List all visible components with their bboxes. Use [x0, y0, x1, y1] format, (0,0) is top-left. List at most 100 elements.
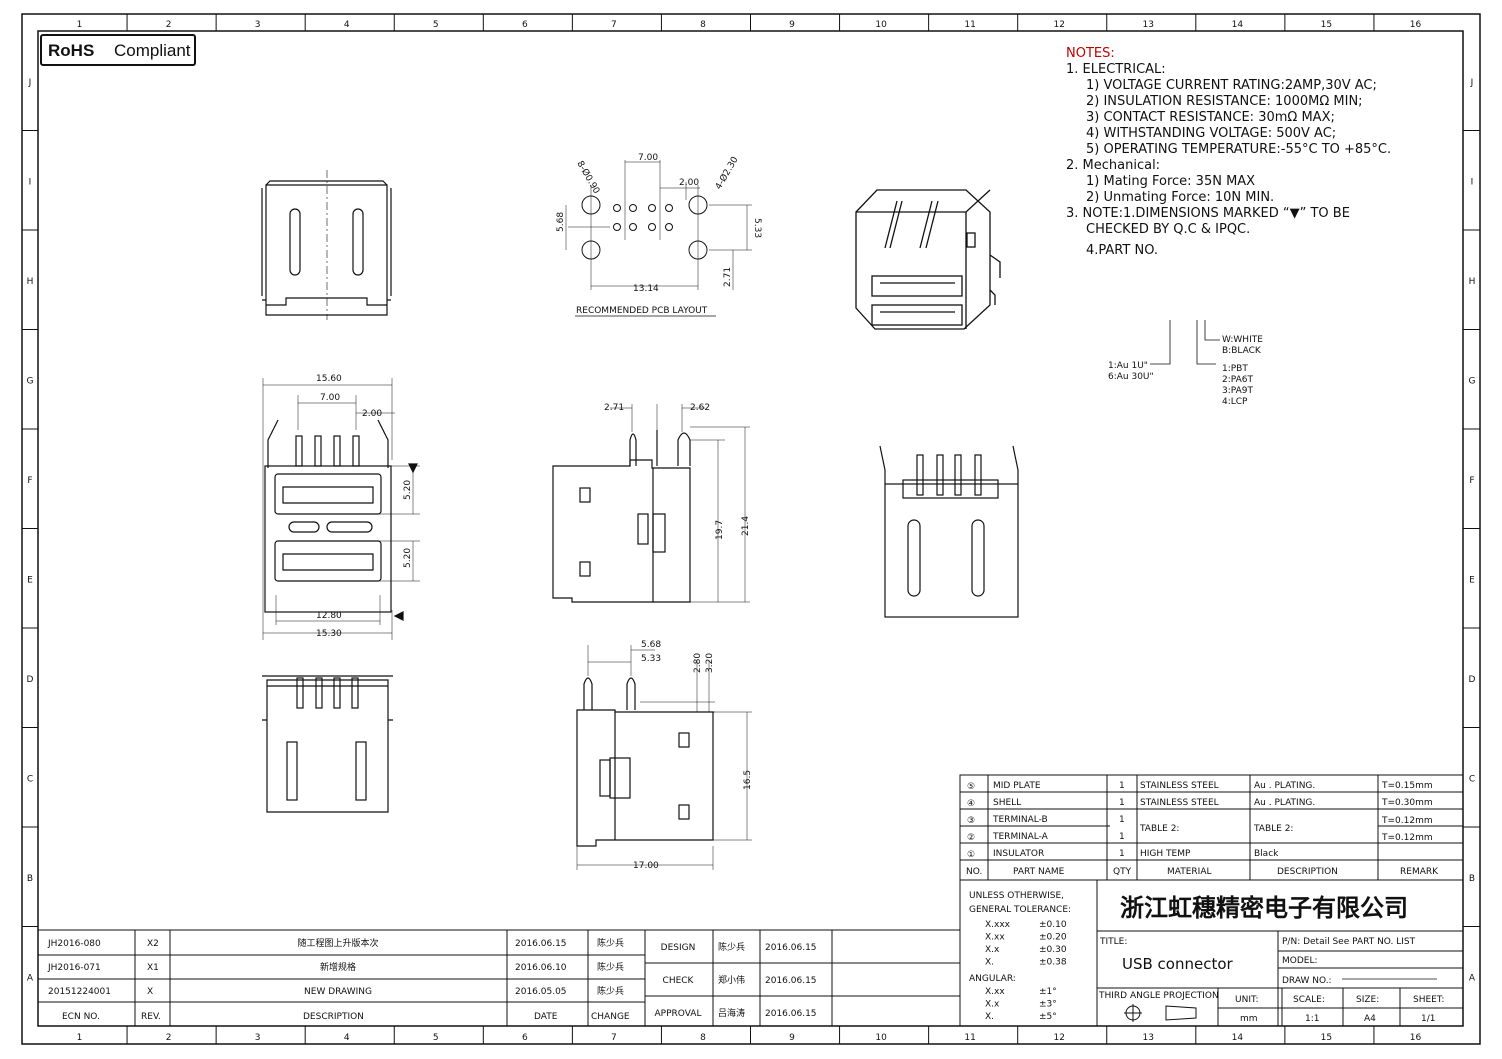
note3b: CHECKED BY Q.C & IPQC.: [1086, 222, 1250, 237]
bom-part-name: TERMINAL-B: [992, 815, 1048, 825]
side-view: [552, 404, 750, 603]
approval-role: DESIGN: [661, 943, 696, 953]
dim-label: 16.5: [743, 770, 753, 790]
grid-col-label: 6: [522, 1033, 528, 1043]
grid-col-label: 11: [964, 20, 975, 30]
note-item: 3) CONTACT RESISTANCE: 30mΩ MAX;: [1086, 110, 1335, 125]
bom-remark: T=0.30mm: [1381, 798, 1433, 808]
dim-label: 5.20: [403, 548, 413, 568]
title-block: [959, 880, 1463, 1026]
tol-value: ±0.38: [1039, 958, 1067, 968]
rev-date: 2016.05.05: [515, 987, 567, 997]
model-label: MODEL:: [1282, 956, 1318, 966]
tol-class: X.x: [985, 945, 1000, 955]
size-label: SIZE:: [1356, 995, 1379, 1005]
bom-qty: 1: [1119, 781, 1125, 791]
grid-col-label: 11: [964, 1033, 975, 1043]
grid-col-label: 14: [1232, 1033, 1244, 1043]
dim-label: 7.00: [320, 393, 340, 403]
grid-row-label: B: [27, 874, 33, 884]
bom-description: TABLE 2:: [1253, 824, 1293, 834]
dim-label: 19.7: [715, 520, 725, 540]
grid-row-label: I: [29, 177, 32, 187]
grid-col-label: 7: [611, 20, 617, 30]
rev-code: X2: [147, 939, 159, 949]
bottom-view: [576, 645, 752, 870]
dim-label: 8-Ø0.90: [574, 159, 602, 196]
rev-change: 陈少兵: [597, 961, 624, 973]
grid-col-label: 15: [1321, 1033, 1332, 1043]
bom-remark: T=0.15mm: [1381, 781, 1433, 791]
grid-col-label: 12: [1053, 20, 1064, 30]
grid-col-label: 1: [77, 1033, 83, 1043]
dim-label: 2.71: [604, 403, 624, 413]
company-name: 浙江虹穗精密电子有限公司: [1120, 894, 1408, 922]
rev-change: 陈少兵: [597, 985, 624, 997]
note-item: 1) VOLTAGE CURRENT RATING:2AMP,30V AC;: [1086, 78, 1377, 93]
code-material: 2:PA6T: [1222, 375, 1253, 385]
bom-qty: 1: [1119, 849, 1125, 859]
bom-part-name: INSULATOR: [993, 849, 1044, 859]
dim-label: 5.33: [641, 654, 661, 664]
bom-description: Au . PLATING.: [1254, 798, 1315, 808]
front-view: [262, 378, 420, 640]
grid-row-label: G: [1469, 376, 1476, 386]
part-no-leaders: [1150, 320, 1220, 365]
bom-header: DESCRIPTION: [1277, 867, 1338, 877]
code-material: 1:PBT: [1222, 364, 1248, 374]
rev-header: DESCRIPTION: [303, 1012, 364, 1022]
tol-class: X.xx: [985, 987, 1005, 997]
approval-date: 2016.06.15: [765, 976, 817, 986]
dim-label: 2.80: [693, 653, 703, 673]
draw-no-label: DRAW NO.:: [1282, 976, 1332, 986]
grid-col-label: 1: [77, 20, 83, 30]
approval-role: CHECK: [663, 976, 695, 986]
grid-row-label: A: [1469, 973, 1476, 983]
rev-header: CHANGE: [591, 1012, 630, 1022]
rohs-bold: RoHS: [48, 41, 95, 60]
code-color: W:WHITE: [1222, 335, 1263, 345]
grid-col-label: 7: [611, 1033, 617, 1043]
bom-material: STAINLESS STEEL: [1140, 798, 1219, 808]
tol-class: X.: [985, 958, 994, 968]
rev-change: 陈少兵: [597, 937, 624, 949]
dim-label: 15.30: [316, 629, 342, 639]
grid-col-label: 9: [789, 20, 795, 30]
grid-col-label: 10: [875, 20, 887, 30]
grid-col-label: 16: [1410, 1033, 1422, 1043]
bom-description: Black: [1254, 849, 1279, 859]
dim-label: 3.20: [705, 653, 715, 673]
rev-ecn: JH2016-080: [47, 939, 101, 949]
dim-label: 13.14: [633, 284, 659, 294]
approval-date: 2016.06.15: [765, 1009, 817, 1019]
grid-col-label: 2: [166, 1033, 172, 1043]
dim-label: 4-Ø2.30: [713, 155, 741, 192]
rev-description: NEW DRAWING: [304, 987, 372, 997]
rev-header: ECN NO.: [62, 1012, 100, 1022]
sheet-label: SHEET:: [1413, 995, 1444, 1005]
grid-row-label: I: [1471, 177, 1474, 187]
bom-material: STAINLESS STEEL: [1140, 781, 1219, 791]
notes-mech: 2. Mechanical:: [1066, 158, 1160, 173]
partno-label: 4.PART NO.: [1086, 243, 1158, 258]
bom-header: REMARK: [1400, 867, 1439, 877]
rohs-text: Compliant: [114, 41, 191, 60]
approval-name: 陈少兵: [718, 941, 745, 953]
approval-date: 2016.06.15: [765, 943, 817, 953]
rev-ecn: 20151224001: [48, 987, 111, 997]
bom-no: ①: [967, 850, 975, 860]
grid-col-label: 3: [255, 1033, 261, 1043]
tol-value: ±0.20: [1039, 933, 1067, 943]
grid-row-label: H: [27, 277, 34, 287]
bom-qty: 1: [1119, 798, 1125, 808]
grid-col-label: 14: [1232, 20, 1244, 30]
grid-col-label: 8: [700, 1033, 706, 1043]
unit-label: UNIT:: [1235, 995, 1259, 1005]
bom-header: QTY: [1113, 867, 1132, 877]
note-item: 5) OPERATING TEMPERATURE:-55°C TO +85°C.: [1086, 142, 1391, 157]
scale-label: SCALE:: [1293, 995, 1325, 1005]
grid-col-label: 8: [700, 20, 706, 30]
notes-title: NOTES:: [1066, 46, 1115, 61]
